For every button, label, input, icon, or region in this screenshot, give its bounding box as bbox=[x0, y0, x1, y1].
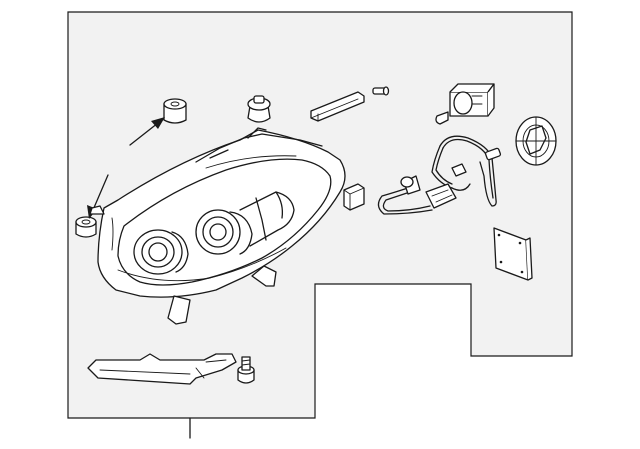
bulb-socket bbox=[435, 83, 495, 125]
adjuster-nut bbox=[247, 95, 271, 123]
connector bbox=[343, 183, 365, 211]
lower-trim-bracket bbox=[87, 353, 237, 385]
rubber-bushing-upper bbox=[163, 98, 187, 124]
control-module bbox=[493, 227, 533, 281]
mounting-bracket bbox=[310, 91, 365, 122]
dust-cap bbox=[515, 116, 557, 166]
wiring-harness bbox=[377, 135, 502, 215]
retaining-pin bbox=[372, 86, 390, 96]
headlamp-assembly bbox=[89, 127, 346, 325]
rubber-bushing-lower bbox=[75, 216, 97, 238]
arrow-icon bbox=[129, 117, 165, 146]
mounting-bolt bbox=[237, 356, 255, 384]
